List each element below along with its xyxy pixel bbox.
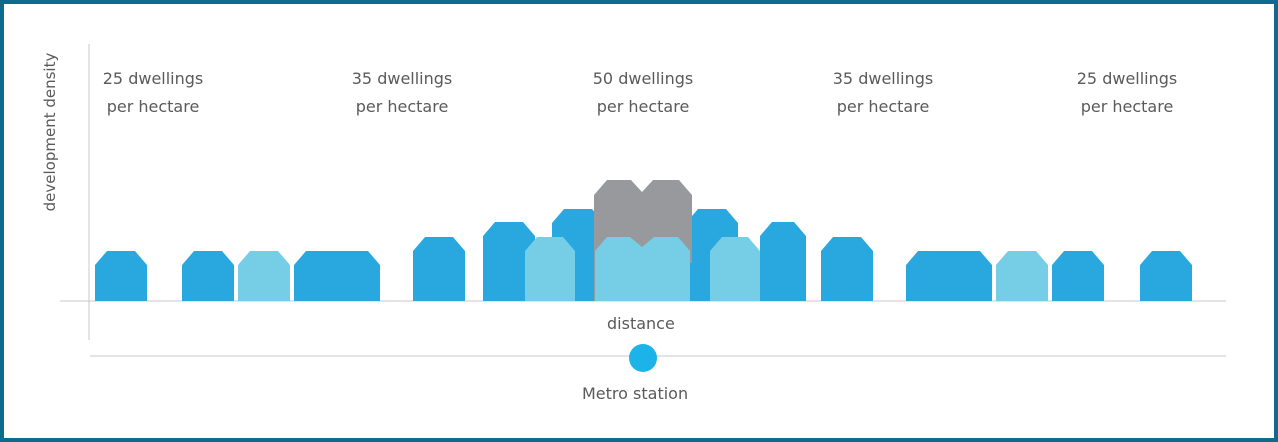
metro-station-label: Metro station (582, 384, 689, 403)
zone-density: 25 dwellings (102, 69, 204, 88)
zone-label-5: 25 dwellings per hectare (1052, 65, 1202, 121)
zone-unit: per hectare (1080, 97, 1174, 116)
diagram-canvas (60, 44, 1226, 372)
house (595, 237, 690, 301)
house (821, 237, 873, 301)
zone-label-2: 35 dwellings per hectare (327, 65, 477, 121)
house (413, 237, 465, 301)
house (525, 237, 575, 301)
house (238, 251, 290, 301)
y-axis-label: development density (41, 52, 59, 212)
house (1052, 251, 1104, 301)
house (906, 251, 992, 301)
zone-label-3: 50 dwellings per hectare (568, 65, 718, 121)
house (483, 222, 535, 301)
house (1140, 251, 1192, 301)
zone-unit: per hectare (106, 97, 200, 116)
x-axis-label: distance (607, 314, 675, 333)
house (690, 263, 710, 301)
houses (95, 180, 1192, 301)
house (182, 251, 234, 301)
zone-unit: per hectare (355, 97, 449, 116)
house (294, 251, 380, 301)
zone-label-1: 25 dwellings per hectare (78, 65, 228, 121)
zone-density: 50 dwellings (592, 69, 694, 88)
zone-unit: per hectare (836, 97, 930, 116)
zone-density: 25 dwellings (1076, 69, 1178, 88)
zone-density: 35 dwellings (832, 69, 934, 88)
metro-station-marker (629, 344, 657, 372)
zone-density: 35 dwellings (351, 69, 453, 88)
zone-label-4: 35 dwellings per hectare (808, 65, 958, 121)
house (760, 222, 806, 301)
house (710, 237, 760, 301)
zone-unit: per hectare (596, 97, 690, 116)
house (95, 251, 147, 301)
house (996, 251, 1048, 301)
